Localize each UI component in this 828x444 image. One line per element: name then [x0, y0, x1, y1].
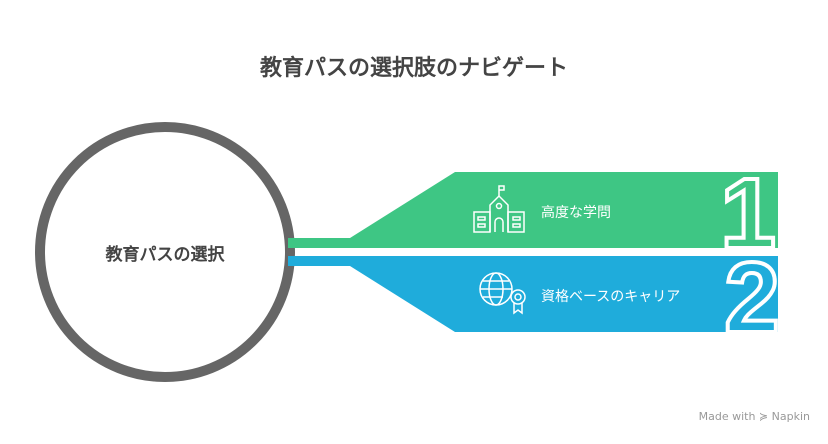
option-2-label: 資格ベースのキャリア: [541, 289, 681, 305]
center-circle: [35, 122, 295, 382]
option-1-label: 高度な学問: [541, 205, 611, 221]
option-2-number: 2: [724, 242, 780, 354]
option-1-number: 1: [720, 158, 776, 270]
globe-certificate-icon: [479, 272, 526, 315]
napkin-brand[interactable]: Made with ≽ Napkin: [698, 410, 810, 423]
school-icon: [473, 185, 525, 233]
option-2-shape: [288, 256, 778, 332]
diagram-title: 教育パスの選択肢のナビゲート: [259, 56, 568, 81]
option-1-shape: [288, 172, 778, 248]
center-label: 教育パスの選択: [105, 245, 225, 265]
